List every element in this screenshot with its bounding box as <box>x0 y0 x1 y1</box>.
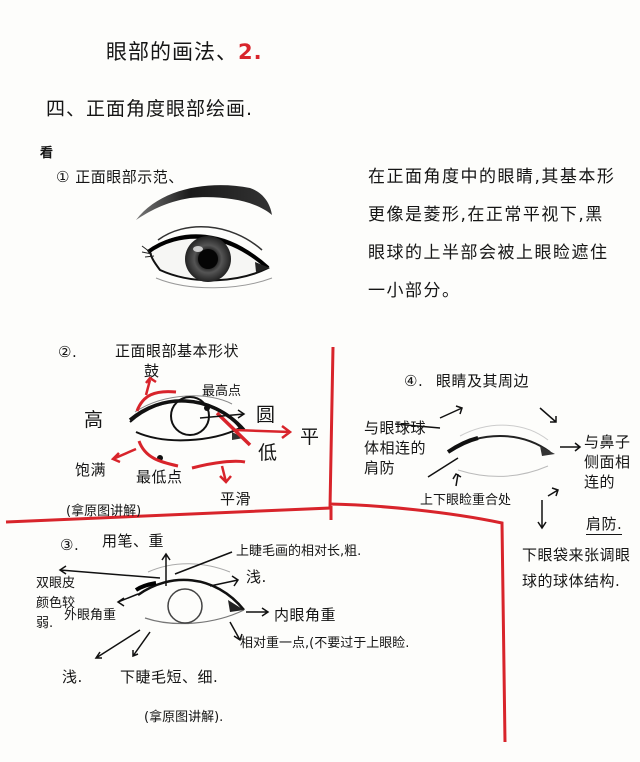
label-lower-lash: 下睫毛短、细. <box>120 668 219 686</box>
label-left-transition: 与眼球球体相连的肩防 <box>364 419 427 477</box>
part2-heading: 正面眼部基本形状 <box>115 342 240 360</box>
label-double-eyelid: 双眼皮颜色较弱. <box>36 576 76 631</box>
label-low: 低 <box>258 442 279 464</box>
part3-label: ③. <box>60 536 80 554</box>
label-lid-junction: 上下眼睑重合处 <box>420 493 512 508</box>
label-outer-corner: 外眼角重 <box>64 608 117 623</box>
page-title-text: 眼部的画法、 <box>106 40 238 64</box>
description-paragraph: 在正面角度中的眼睛,其基本形更像是菱形,在正常平视下,黑眼球的上半部会被上眼睑遮… <box>368 167 616 301</box>
label-high: 高 <box>84 409 105 431</box>
label-flat-right: 平 <box>300 426 321 448</box>
label-inner-corner: 内眼角重 <box>274 606 337 624</box>
margin-mark: 看 <box>40 146 54 161</box>
part4-heading: 眼睛及其周边 <box>436 372 530 390</box>
label-smooth: 平滑 <box>220 490 252 508</box>
section-heading: 四、正面角度眼部绘画. <box>46 98 254 120</box>
page-title-number: 2. <box>238 40 263 64</box>
part2-note: (拿原图讲解) <box>66 504 142 519</box>
part3-note: (拿原图讲解). <box>144 710 224 725</box>
page-title: 眼部的画法、2. <box>106 36 263 66</box>
part1-label: ① 正面眼部示范、 <box>56 168 184 186</box>
part4-label: ④. <box>404 372 424 390</box>
label-relatively-heavy: 相对重一点,(不要过于上眼睑. <box>240 636 410 651</box>
label-light-top: 浅. <box>246 568 267 586</box>
label-round: 圆 <box>256 404 277 426</box>
label-highest-point: 最高点 <box>202 384 242 399</box>
label-full: 饱满 <box>75 461 107 479</box>
part3-heading: 用笔、重 <box>102 532 165 550</box>
label-light-bottom: 浅. <box>62 668 83 686</box>
label-bulge: 鼓 <box>144 362 160 380</box>
part2-label: ②. <box>58 343 78 361</box>
label-upper-lash: 上睫毛画的相对长,粗. <box>236 544 362 559</box>
label-nose-side: 与鼻子侧面相连的 <box>584 433 631 491</box>
label-lower-bag: 下眼袋来张调眼球的球体结构. <box>522 546 631 590</box>
label-nose-side-underlined: 肩防. <box>586 515 623 535</box>
label-lowest-point: 最低点 <box>136 468 183 486</box>
